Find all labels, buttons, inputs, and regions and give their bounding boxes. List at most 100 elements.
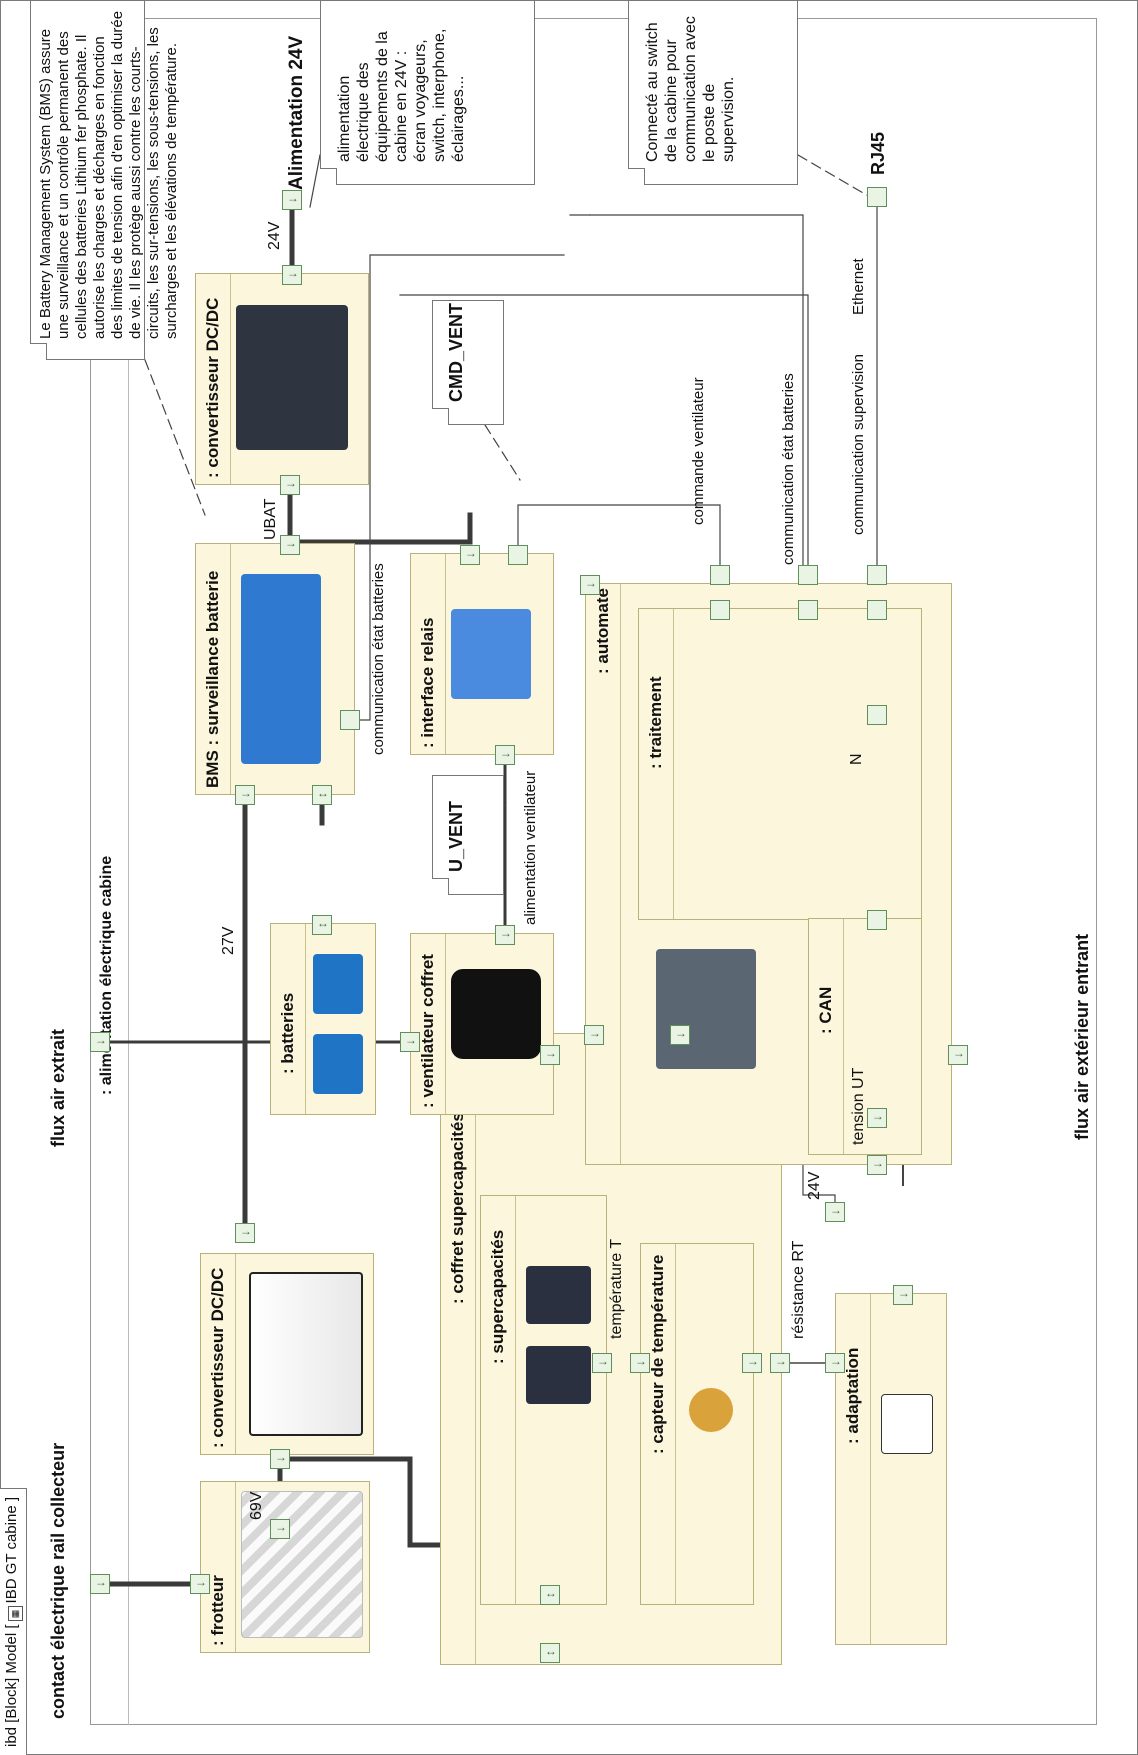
- note-alim-text: alimentation électrique des équipements …: [336, 29, 467, 162]
- port-batt-bms[interactable]: ↕: [312, 915, 332, 935]
- block-adaptation[interactable]: : adaptation: [835, 1293, 947, 1645]
- note-u-vent: U_VENT: [432, 775, 504, 895]
- port-conv1-out[interactable]: ↓: [235, 1223, 255, 1243]
- supercapacites-label: : supercapacités: [488, 1230, 508, 1364]
- adaptation-label: : adaptation: [843, 1348, 863, 1444]
- port-flux-entrant[interactable]: ↓: [948, 1045, 968, 1065]
- block-traitement[interactable]: : traitement: [638, 608, 922, 920]
- port-super-in[interactable]: ↕: [540, 1585, 560, 1605]
- port-coffret-air-in[interactable]: ↓: [670, 1025, 690, 1045]
- port-bms-27v[interactable]: ↓: [235, 785, 255, 805]
- note-rj45: Connecté au switch de la cabine pour com…: [628, 0, 798, 185]
- traitement-label: : traitement: [646, 676, 666, 769]
- automate-label: : automate: [593, 588, 613, 674]
- supercapacitor-image-2: [526, 1266, 591, 1324]
- port-can-in[interactable]: ↓: [867, 1108, 887, 1128]
- note-cmd-vent: CMD_VENT: [432, 300, 504, 425]
- port-bms-ubat[interactable]: ↓: [280, 535, 300, 555]
- block-convertisseur-2[interactable]: : convertisseur DC/DC: [195, 273, 369, 485]
- port-capteur-in[interactable]: ↓: [630, 1353, 650, 1373]
- note-link-alim: [310, 155, 320, 207]
- port-automate-24v[interactable]: ↓: [580, 575, 600, 595]
- port-contact[interactable]: ↓: [90, 1574, 110, 1594]
- port-traitement-n[interactable]: [867, 705, 887, 725]
- port-coffret-air-out[interactable]: ↓: [584, 1025, 604, 1045]
- port-vent-air-out[interactable]: ↓: [540, 1045, 560, 1065]
- psu-image: [236, 305, 348, 450]
- label-27v: 27V: [220, 927, 238, 955]
- block-supercapacites[interactable]: : supercapacités: [480, 1195, 607, 1605]
- port-vent-air-in[interactable]: ↓: [400, 1032, 420, 1052]
- label-resistance: résistance RT: [790, 1241, 808, 1339]
- frotteur-label: : frotteur: [208, 1575, 228, 1646]
- port-rj45[interactable]: [867, 187, 887, 207]
- block-batteries[interactable]: : batteries: [270, 923, 376, 1115]
- port-traitement-sup[interactable]: [867, 600, 887, 620]
- port-alim24[interactable]: ↓: [282, 190, 302, 210]
- port-vent-power[interactable]: ↓: [495, 925, 515, 945]
- wire-ubat: [290, 492, 470, 542]
- battery-image-2: [313, 954, 363, 1014]
- port-bms-comm[interactable]: [340, 710, 360, 730]
- label-24v-out: 24V: [266, 222, 284, 250]
- label-comm-supervision: communication supervision: [850, 354, 867, 535]
- ventilateur-label: : ventilateur coffret: [418, 954, 438, 1108]
- port-frotteur-in[interactable]: ↓: [190, 1574, 210, 1594]
- port-relais-ubat[interactable]: ↓: [460, 545, 480, 565]
- block-frotteur[interactable]: : frotteur: [200, 1481, 370, 1653]
- port-relais-power[interactable]: ↓: [495, 745, 515, 765]
- port-conv2-in[interactable]: ↓: [280, 475, 300, 495]
- port-conv1-in[interactable]: ↓: [270, 1449, 290, 1469]
- note-u-vent-text: U_VENT: [446, 801, 466, 872]
- port-coffret-rt[interactable]: ↓: [770, 1353, 790, 1373]
- port-capteur-out[interactable]: ↓: [742, 1353, 762, 1373]
- label-temperature: température T: [608, 1239, 626, 1339]
- port-conv2-out[interactable]: ↓: [282, 265, 302, 285]
- block-capteur-temperature[interactable]: : capteur de température: [640, 1243, 754, 1605]
- label-tension: tension UT: [850, 1068, 868, 1145]
- note-cmd-vent-text: CMD_VENT: [446, 303, 466, 402]
- interface-relais-label: : interface relais: [418, 618, 438, 748]
- block-interface-relais[interactable]: : interface relais: [410, 553, 554, 755]
- thermistor-image: [689, 1388, 733, 1432]
- label-ethernet: Ethernet: [850, 258, 867, 315]
- port-super-temp[interactable]: ↓: [592, 1353, 612, 1373]
- port-adapt-ut[interactable]: ↓: [893, 1285, 913, 1305]
- note-link-cmd: [485, 425, 520, 480]
- label-alim-vent: alimentation ventilateur: [522, 771, 539, 925]
- port-adapt-24v[interactable]: ↓: [825, 1202, 845, 1222]
- label-n: N: [848, 753, 866, 765]
- port-automate-supervision[interactable]: [867, 565, 887, 585]
- port-relais-cmd[interactable]: [508, 545, 528, 565]
- port-adapt-rt[interactable]: ↓: [825, 1353, 845, 1373]
- circuit-schematic-image: [881, 1394, 933, 1454]
- port-traitement-comm[interactable]: [798, 600, 818, 620]
- block-bms[interactable]: BMS : surveillance batterie: [195, 543, 355, 795]
- note-link-rj45: [798, 155, 870, 197]
- relay-image: [451, 609, 531, 699]
- port-automate-cmd[interactable]: [710, 565, 730, 585]
- label-comm-batt-automate: communication état batteries: [780, 373, 797, 565]
- port-coffret-in[interactable]: ↕: [540, 1643, 560, 1663]
- bms-label: BMS : surveillance batterie: [203, 571, 223, 788]
- port-frotteur-out[interactable]: ↓: [270, 1519, 290, 1539]
- convertisseur-1-label: : convertisseur DC/DC: [208, 1268, 228, 1448]
- label-cmd-vent: commande ventilateur: [690, 377, 707, 525]
- fan-image: [451, 969, 541, 1059]
- supercapacitor-image-1: [526, 1346, 591, 1404]
- port-traitement-cmd[interactable]: [710, 600, 730, 620]
- convertisseur-2-label: : convertisseur DC/DC: [203, 298, 223, 478]
- port-flux-extrait[interactable]: ↓: [90, 1032, 110, 1052]
- block-ventilateur-coffret[interactable]: : ventilateur coffret: [410, 933, 554, 1115]
- label-24v-adapt: 24V: [806, 1172, 824, 1200]
- port-automate-comm-batt[interactable]: [798, 565, 818, 585]
- note-bms: Le Battery Management System (BMS) assur…: [30, 0, 145, 360]
- converter-module-image: [249, 1272, 363, 1436]
- port-bms-batt[interactable]: ↕: [312, 785, 332, 805]
- coffret-label: : coffret supercapacités: [448, 1112, 468, 1304]
- port-automate-ut[interactable]: ↓: [867, 1155, 887, 1175]
- label-ubat: UBAT: [262, 499, 280, 540]
- block-convertisseur-1[interactable]: : convertisseur DC/DC: [200, 1253, 374, 1455]
- port-can-n[interactable]: [867, 910, 887, 930]
